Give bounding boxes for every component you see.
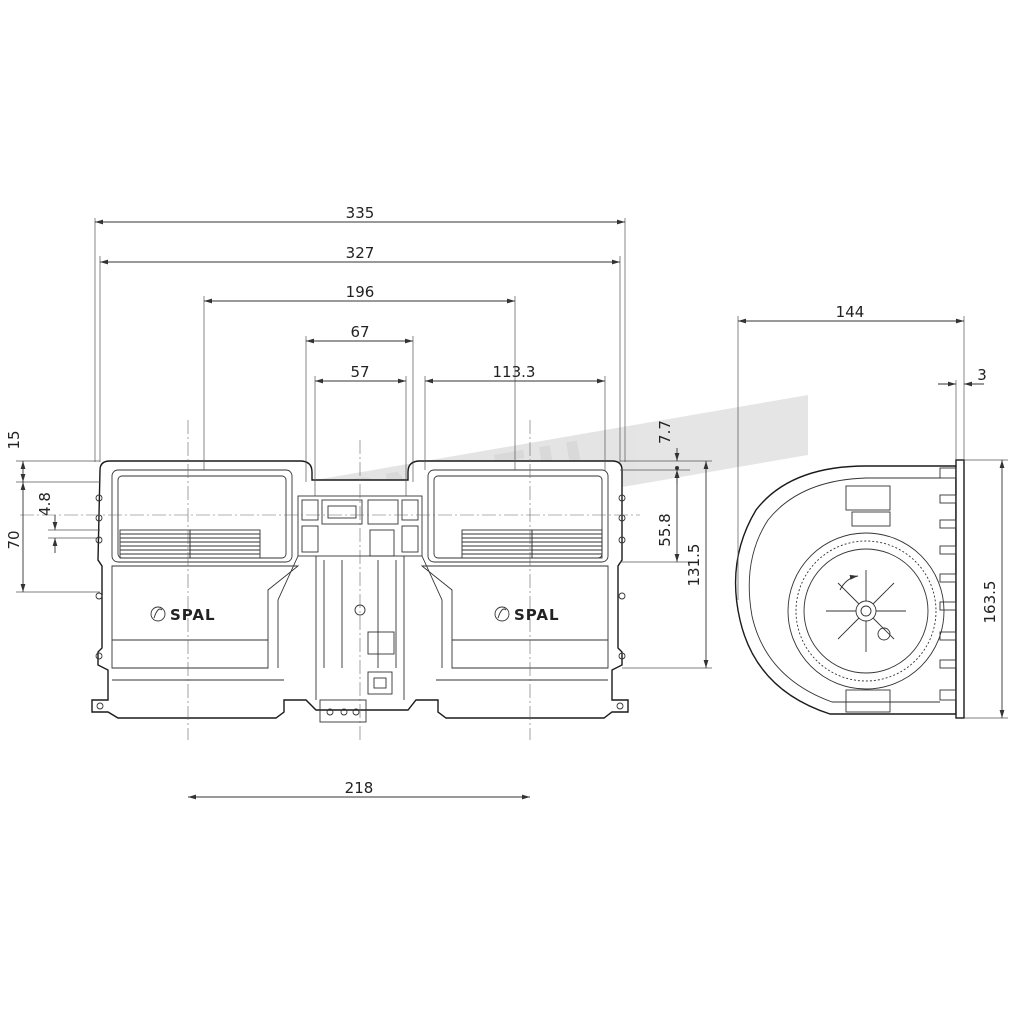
motor-center-block	[277, 495, 443, 723]
dim-113-3: 113.3	[493, 363, 536, 381]
side-view	[734, 459, 965, 719]
dim-335: 335	[346, 204, 375, 222]
svg-text:SPAL: SPAL	[170, 606, 216, 624]
side-view-outline	[734, 465, 957, 715]
top-dimensions: 335 327 196 67 57 113.3	[94, 204, 626, 496]
right-scroll-housing	[420, 565, 609, 669]
impeller-outer-ring	[787, 532, 945, 690]
dim-57: 57	[350, 363, 369, 381]
side-logo-icon	[877, 627, 891, 641]
dim-7-7: 7.7	[656, 420, 674, 444]
spal-logo-right: SPAL	[494, 606, 560, 624]
dim-55-8: 55.8	[656, 513, 674, 546]
dim-15: 15	[5, 430, 23, 449]
left-inlet-frame	[111, 469, 293, 563]
side-view-flange	[955, 459, 965, 719]
right-dimensions: 7.7 55.8 131.5	[620, 420, 712, 669]
dim-70: 70	[5, 530, 23, 549]
dim-218: 218	[345, 779, 374, 797]
dim-67: 67	[350, 323, 369, 341]
spal-logo-left: SPAL	[150, 606, 216, 624]
left-dimensions: 15 70 4.8	[5, 430, 100, 593]
svg-text:SPAL: SPAL	[514, 606, 560, 624]
impeller-blade-ring	[795, 540, 937, 682]
dim-163-5: 163.5	[981, 581, 999, 624]
rotation-arrow	[839, 574, 859, 591]
dim-4-8: 4.8	[36, 492, 54, 516]
dim-196: 196	[346, 283, 375, 301]
side-view-tabs	[845, 467, 957, 713]
right-inlet-frame	[427, 469, 609, 563]
mounting-holes	[95, 494, 626, 710]
left-scroll-housing	[111, 565, 300, 669]
dim-327: 327	[346, 244, 375, 262]
right-impeller-blades	[461, 529, 603, 559]
bottom-dimensions: 218	[188, 779, 530, 800]
side-view-dimensions: 144 3 163.5	[737, 303, 1008, 719]
impeller-inner-ring	[803, 548, 929, 674]
impeller-spokes	[826, 570, 906, 652]
left-impeller-blades	[119, 529, 261, 559]
dim-3: 3	[977, 366, 987, 384]
dim-131-5: 131.5	[685, 544, 703, 587]
dim-144: 144	[836, 303, 865, 321]
